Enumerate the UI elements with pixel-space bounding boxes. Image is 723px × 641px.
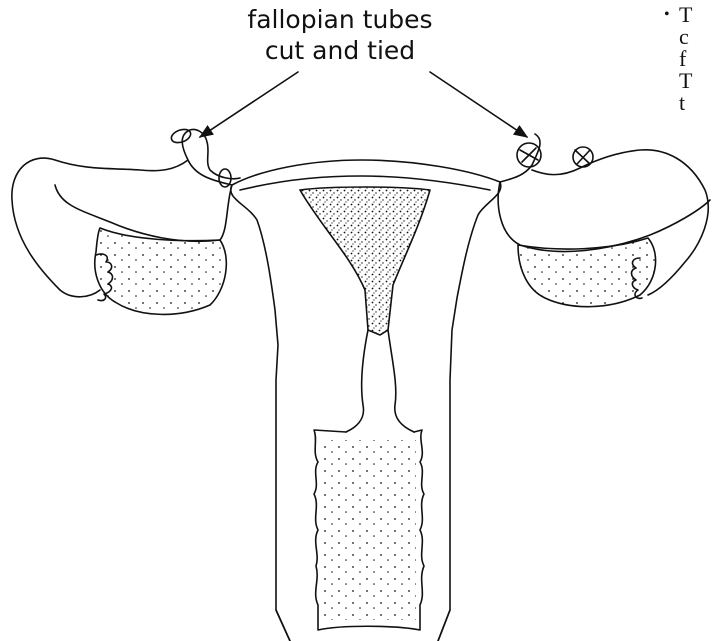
uterine-cavity bbox=[300, 187, 430, 335]
left-arrow bbox=[200, 72, 298, 137]
right-arrow bbox=[430, 72, 527, 137]
left-ovary bbox=[95, 228, 227, 314]
right-tie-suture bbox=[520, 148, 590, 164]
vaginal-texture bbox=[322, 440, 416, 620]
cervical-canal bbox=[346, 330, 414, 432]
